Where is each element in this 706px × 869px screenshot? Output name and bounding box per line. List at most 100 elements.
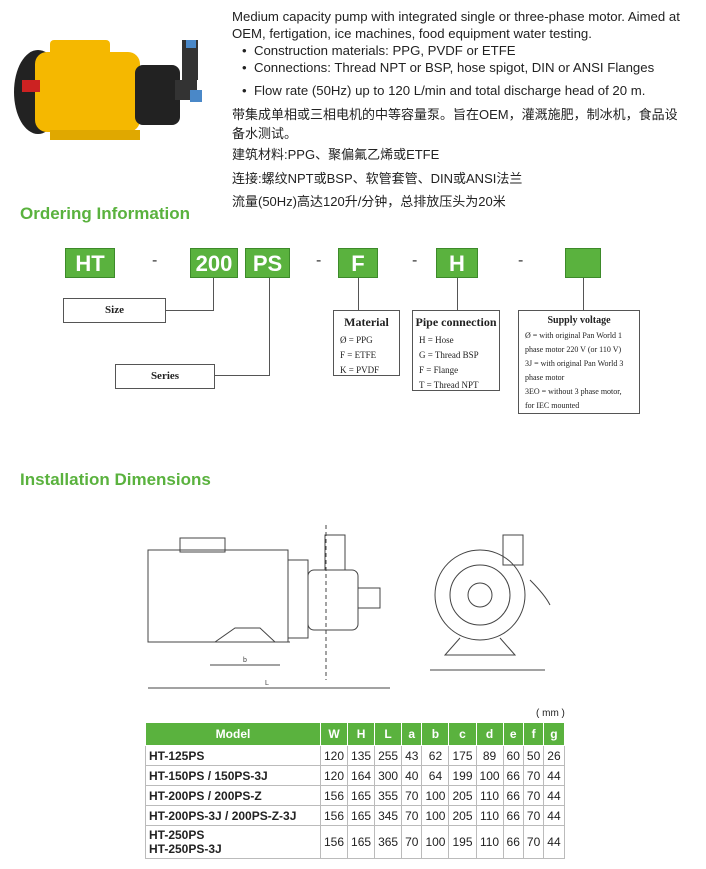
code-pipe: H — [436, 248, 478, 278]
dim-L: L — [265, 680, 269, 687]
value-cell: 70 — [522, 825, 545, 859]
dash: - — [518, 252, 524, 269]
dash: - — [316, 252, 322, 269]
product-description: Medium capacity pump with integrated sin… — [232, 8, 688, 211]
cn-connections: 连接:螺纹NPT或BSP、软管套管、DIN或ANSI法兰 — [232, 171, 523, 186]
value-cell: 64 — [421, 765, 450, 786]
value-cell: 66 — [502, 785, 524, 806]
value-cell: 100 — [421, 785, 450, 806]
column-header: e — [502, 722, 524, 746]
value-cell: 66 — [502, 805, 524, 826]
value-cell: 195 — [448, 825, 477, 859]
dash: - — [412, 252, 418, 269]
value-cell: 44 — [543, 805, 565, 826]
value-cell: 43 — [401, 745, 423, 766]
column-header: d — [475, 722, 504, 746]
model-cell: HT-250PS HT-250PS-3J — [145, 825, 321, 859]
column-header: L — [374, 722, 403, 746]
column-header: a — [401, 722, 423, 746]
value-cell: 70 — [522, 765, 545, 786]
code-material: F — [338, 248, 378, 278]
code-series: PS — [245, 248, 290, 278]
front-view-drawing — [430, 534, 551, 671]
value-cell: 100 — [421, 825, 450, 859]
column-header: b — [421, 722, 450, 746]
intro-text: Medium capacity pump with integrated sin… — [232, 9, 680, 41]
value-cell: 44 — [543, 765, 565, 786]
value-cell: 26 — [543, 745, 565, 766]
column-header: f — [522, 722, 545, 746]
dash: - — [152, 252, 158, 269]
pump-photo — [14, 40, 202, 140]
value-cell: 89 — [475, 745, 504, 766]
supply-voltage-legend: Supply voltage Ø = with original Pan Wor… — [518, 310, 640, 414]
value-cell: 100 — [421, 805, 450, 826]
column-header: Model — [145, 722, 321, 746]
value-cell: 199 — [448, 765, 477, 786]
model-cell: HT-150PS / 150PS-3J — [145, 765, 321, 786]
code-voltage — [565, 248, 601, 278]
value-cell: 66 — [502, 825, 524, 859]
model-cell: HT-200PS-3J / 200PS-Z-3J — [145, 805, 321, 826]
value-cell: 62 — [421, 745, 450, 766]
value-cell: 156 — [319, 825, 349, 859]
value-cell: 110 — [475, 805, 504, 826]
value-cell: 110 — [475, 825, 504, 859]
cn-flow: 流量(50Hz)高达120升/分钟，总排放压头为20米 — [232, 194, 506, 209]
model-cell: HT-200PS / 200PS-Z — [145, 785, 321, 806]
value-cell: 50 — [522, 745, 545, 766]
code-size: 200 — [190, 248, 238, 278]
value-cell: 205 — [448, 805, 477, 826]
bullet: • Connections: Thread NPT or BSP, hose s… — [242, 60, 655, 75]
value-cell: 255 — [374, 745, 403, 766]
value-cell: 44 — [543, 785, 565, 806]
value-cell: 70 — [401, 785, 423, 806]
value-cell: 120 — [319, 765, 349, 786]
value-cell: 205 — [448, 785, 477, 806]
value-cell: 70 — [522, 805, 545, 826]
bullet: • Construction materials: PPG, PVDF or E… — [242, 43, 516, 58]
column-header: g — [543, 722, 565, 746]
model-cell: HT-125PS — [145, 745, 321, 766]
value-cell: 300 — [374, 765, 403, 786]
value-cell: 165 — [347, 805, 376, 826]
value-cell: 60 — [502, 745, 524, 766]
cn-intro: 带集成单相或三相电机的中等容量泵。旨在OEM，灌溉施肥，制冰机，食品设备水测试。 — [232, 107, 678, 141]
value-cell: 70 — [522, 785, 545, 806]
column-header: c — [448, 722, 477, 746]
value-cell: 164 — [347, 765, 376, 786]
code-series-prefix: HT — [65, 248, 115, 278]
value-cell: 156 — [319, 785, 349, 806]
value-cell: 100 — [475, 765, 504, 786]
bullet: • Flow rate (50Hz) up to 120 L/min and t… — [242, 83, 646, 98]
value-cell: 66 — [502, 765, 524, 786]
installation-title: Installation Dimensions — [20, 470, 211, 489]
dim-b: b — [243, 657, 247, 664]
value-cell: 70 — [401, 805, 423, 826]
size-label: Size — [63, 298, 166, 323]
value-cell: 70 — [401, 825, 423, 859]
column-header: W — [319, 722, 349, 746]
value-cell: 135 — [347, 745, 376, 766]
value-cell: 120 — [319, 745, 349, 766]
value-cell: 40 — [401, 765, 423, 786]
value-cell: 165 — [347, 825, 376, 859]
value-cell: 175 — [448, 745, 477, 766]
cn-materials: 建筑材料:PPG、聚偏氟乙烯或ETFE — [232, 147, 440, 162]
side-view-drawing: b L — [147, 525, 390, 689]
value-cell: 345 — [374, 805, 403, 826]
ordering-title: Ordering Information — [20, 204, 190, 223]
value-cell: 44 — [543, 825, 565, 859]
value-cell: 165 — [347, 785, 376, 806]
value-cell: 110 — [475, 785, 504, 806]
series-label: Series — [115, 364, 215, 389]
